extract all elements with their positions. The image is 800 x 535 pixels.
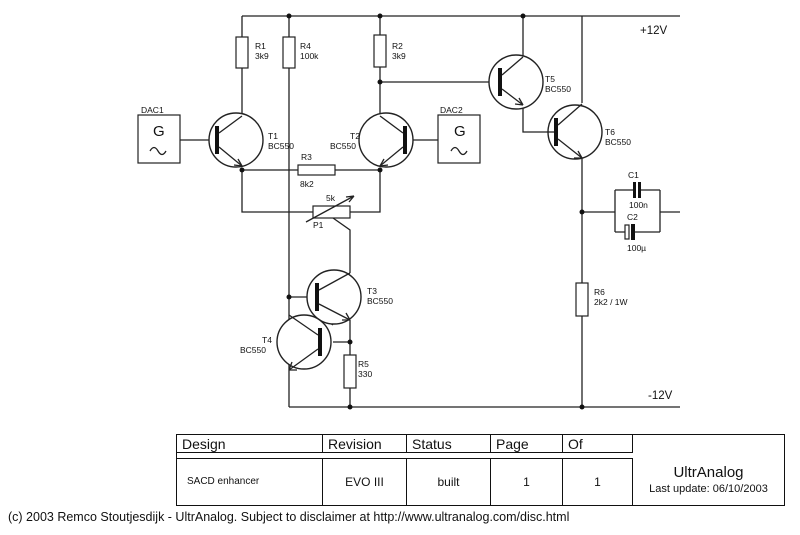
svg-text:BC550: BC550 <box>545 84 571 94</box>
svg-text:R5: R5 <box>358 359 369 369</box>
svg-text:G: G <box>454 123 466 140</box>
svg-text:R3: R3 <box>301 152 312 162</box>
header-revision: Revision <box>323 435 407 453</box>
svg-text:R2: R2 <box>392 41 403 51</box>
resistor-r4: R4 100k <box>282 36 319 69</box>
svg-text:DAC2: DAC2 <box>440 105 463 115</box>
title-block-divider <box>177 453 633 459</box>
svg-text:T5: T5 <box>545 74 555 84</box>
svg-text:C1: C1 <box>628 170 639 180</box>
positive-rail-label: +12V <box>640 25 668 37</box>
svg-text:8k2: 8k2 <box>300 179 314 189</box>
svg-text:T4: T4 <box>262 335 272 345</box>
svg-text:R1: R1 <box>255 41 266 51</box>
brand-name: UltrAnalog <box>673 464 744 481</box>
transistor-t5: T5 BC550 <box>488 54 571 110</box>
svg-text:5k: 5k <box>326 193 336 203</box>
transistor-t1: T1 BC550 <box>208 112 294 168</box>
svg-text:T2: T2 <box>350 131 360 141</box>
svg-text:BC550: BC550 <box>240 345 266 355</box>
negative-rail-label: -12V <box>648 390 673 402</box>
resistor-r1: R1 3k9 <box>235 36 269 69</box>
sine-icon <box>450 146 468 156</box>
sine-icon <box>149 146 167 156</box>
resistor-r5: R5 330 <box>343 354 372 389</box>
brand-cell: UltrAnalog Last update: 06/10/2003 <box>633 459 784 505</box>
svg-text:R4: R4 <box>300 41 311 51</box>
header-status: Status <box>407 435 491 453</box>
transistor-t2: T2 BC550 <box>330 112 414 168</box>
svg-text:T1: T1 <box>268 131 278 141</box>
value-of: 1 <box>563 459 633 505</box>
value-design: SACD enhancer <box>177 459 323 505</box>
svg-text:330: 330 <box>358 369 372 379</box>
resistor-r3: R3 8k2 <box>297 152 336 189</box>
svg-text:3k9: 3k9 <box>392 51 406 61</box>
svg-text:BC550: BC550 <box>268 141 294 151</box>
svg-text:100n: 100n <box>629 200 648 210</box>
svg-text:DAC1: DAC1 <box>141 105 164 115</box>
dac2-source: DAC2 G <box>437 105 481 164</box>
junctions <box>239 13 585 410</box>
resistor-r2: R2 3k9 <box>373 34 406 68</box>
resistor-r6: R6 2k2 / 1W <box>575 282 628 317</box>
last-update: Last update: 06/10/2003 <box>649 483 768 495</box>
svg-text:T3: T3 <box>367 286 377 296</box>
transistor-t3: T3 BC550 <box>306 269 393 325</box>
copyright-notice: (c) 2003 Remco Stoutjesdijk - UltrAnalog… <box>8 510 570 524</box>
value-revision: EVO III <box>323 459 407 505</box>
svg-text:3k9: 3k9 <box>255 51 269 61</box>
title-block: Design Revision Status Page Of SACD enha… <box>176 434 785 506</box>
value-page: 1 <box>491 459 563 505</box>
transistor-t4: T4 BC550 <box>240 314 332 371</box>
svg-text:BC550: BC550 <box>605 137 631 147</box>
capacitor-c1: C1 100n <box>628 170 648 210</box>
header-page: Page <box>491 435 563 453</box>
capacitor-c2: C2 100µ <box>624 212 646 253</box>
circuit-schematic: +12V -12V <box>137 13 680 410</box>
svg-text:100k: 100k <box>300 51 319 61</box>
header-of: Of <box>563 435 633 453</box>
wires <box>180 16 680 407</box>
svg-text:BC550: BC550 <box>330 141 356 151</box>
transistor-t6: T6 BC550 <box>546 103 631 160</box>
svg-text:2k2 / 1W: 2k2 / 1W <box>594 297 628 307</box>
svg-text:100µ: 100µ <box>627 243 646 253</box>
value-status: built <box>407 459 491 505</box>
svg-text:G: G <box>153 123 165 140</box>
header-design: Design <box>177 435 323 453</box>
potentiometer-p1: 5k P1 <box>305 193 355 230</box>
svg-text:C2: C2 <box>627 212 638 222</box>
svg-text:R6: R6 <box>594 287 605 297</box>
svg-text:T6: T6 <box>605 127 615 137</box>
svg-text:P1: P1 <box>313 220 324 230</box>
svg-text:BC550: BC550 <box>367 296 393 306</box>
dac1-source: DAC1 G <box>137 105 181 164</box>
